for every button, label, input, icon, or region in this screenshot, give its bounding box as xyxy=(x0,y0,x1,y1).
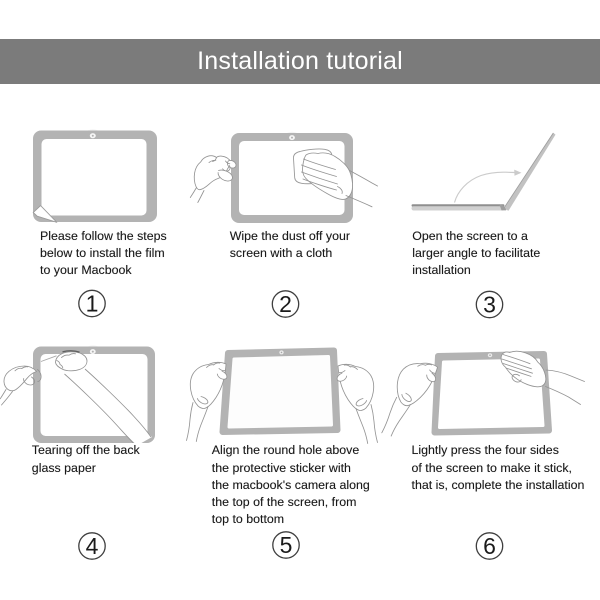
svg-text:3: 3 xyxy=(483,292,496,318)
svg-text:2: 2 xyxy=(279,291,292,317)
svg-text:1: 1 xyxy=(86,291,99,317)
svg-text:5: 5 xyxy=(280,532,293,558)
svg-text:4: 4 xyxy=(86,533,99,559)
svg-text:6: 6 xyxy=(483,533,496,559)
